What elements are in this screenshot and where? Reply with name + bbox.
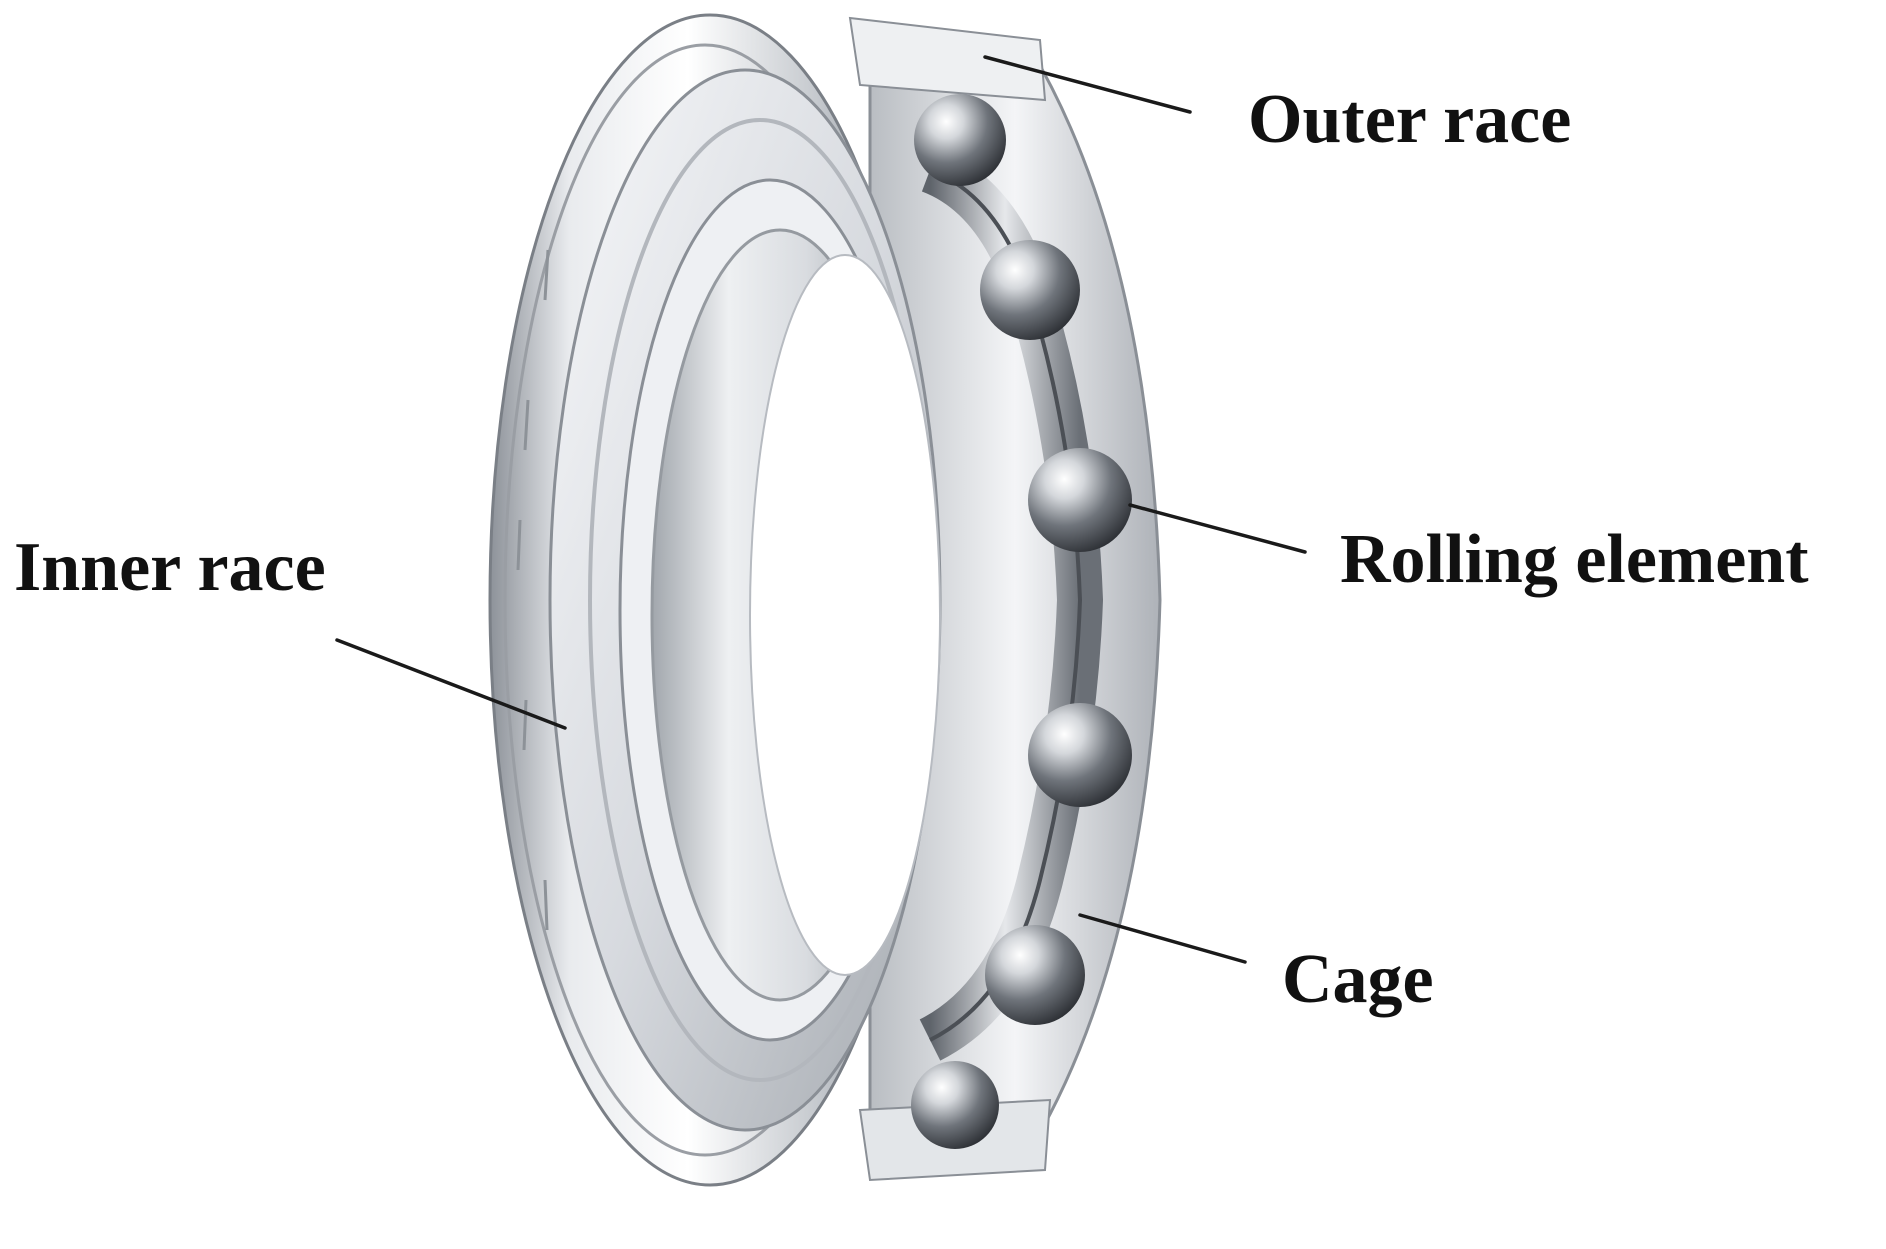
leader-inner-race xyxy=(335,638,567,730)
ball-1 xyxy=(914,94,1006,186)
ball-6 xyxy=(911,1061,999,1149)
leader-rolling-element xyxy=(1128,503,1307,554)
label-inner-race: Inner race xyxy=(14,529,326,606)
ball-2 xyxy=(980,240,1080,340)
leader-outer-race xyxy=(983,55,1192,114)
ball-5 xyxy=(985,925,1085,1025)
label-outer-race: Outer race xyxy=(1248,81,1571,158)
inner-race xyxy=(618,178,941,1042)
label-cage: Cage xyxy=(1282,941,1434,1018)
label-rolling-element: Rolling element xyxy=(1340,521,1809,598)
leader-cage xyxy=(1078,913,1247,964)
ball-3 xyxy=(1028,448,1132,552)
rolling-elements xyxy=(911,94,1132,1149)
ball-4 xyxy=(1028,703,1132,807)
